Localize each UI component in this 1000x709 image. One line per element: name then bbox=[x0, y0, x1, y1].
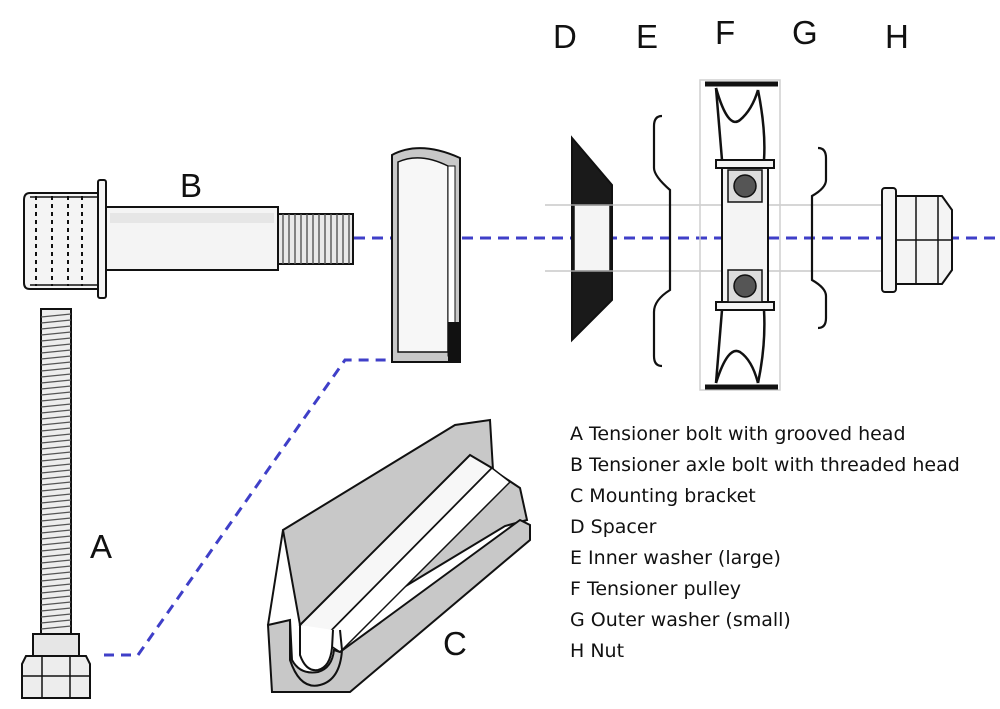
part-label-f: F bbox=[715, 14, 735, 51]
part-label-e: E bbox=[636, 18, 658, 55]
part-label-h: H bbox=[885, 18, 909, 55]
part-label-c: C bbox=[443, 625, 467, 662]
legend-item-e: E Inner washer (large) bbox=[570, 547, 781, 569]
legend-item-c: C Mounting bracket bbox=[570, 485, 756, 507]
part-label-g: G bbox=[792, 14, 818, 51]
legend-item-b: B Tensioner axle bolt with threaded head bbox=[570, 454, 960, 476]
part-label-b: B bbox=[180, 167, 202, 204]
legend-item-d: D Spacer bbox=[570, 516, 657, 538]
tensioner-pulley-f bbox=[699, 79, 781, 391]
legend-item-h: H Nut bbox=[570, 640, 624, 662]
bracket-section bbox=[391, 147, 461, 363]
nut-h bbox=[881, 187, 953, 293]
tensioner-bolt-a bbox=[21, 308, 91, 699]
part-label-d: D bbox=[553, 18, 577, 55]
spacer-d bbox=[571, 135, 613, 343]
legend-item-g: G Outer washer (small) bbox=[570, 609, 791, 631]
parts-legend: A Tensioner bolt with grooved head B Ten… bbox=[570, 423, 960, 662]
axle-bolt-b bbox=[23, 179, 354, 299]
legend-item-a: A Tensioner bolt with grooved head bbox=[570, 423, 906, 445]
mounting-bracket-c bbox=[266, 418, 531, 693]
outer-washer-g bbox=[810, 146, 828, 330]
inner-washer-e bbox=[652, 114, 672, 368]
bolt-to-bracket-connector bbox=[104, 358, 395, 657]
legend-item-f: F Tensioner pulley bbox=[570, 578, 741, 600]
part-label-a: A bbox=[90, 528, 112, 565]
bolt-a-thread-marks bbox=[40, 313, 72, 630]
